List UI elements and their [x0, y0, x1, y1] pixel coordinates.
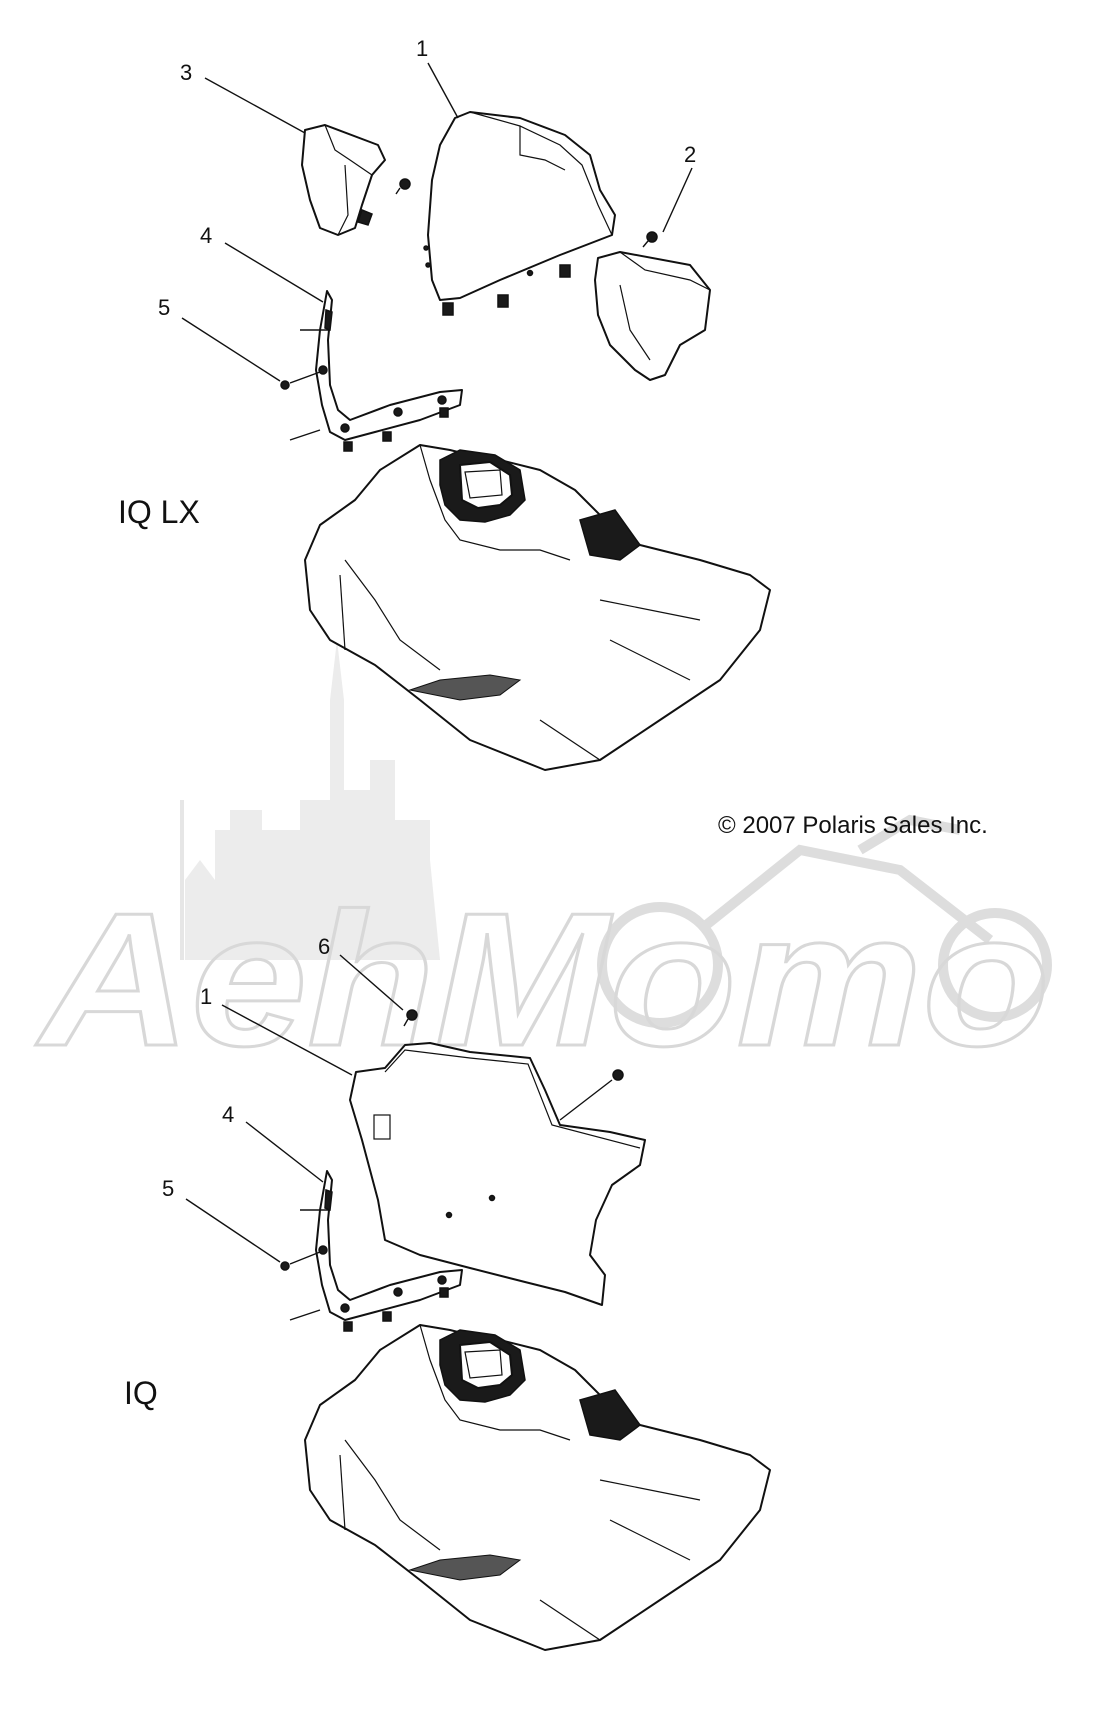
watermark-motorcycle-icon: [597, 814, 1052, 1028]
part-1-windshield-iq: [349, 1042, 646, 1306]
screw-icon: [280, 380, 290, 390]
part-1-windshield-lx: [423, 111, 616, 316]
callout-3: 3: [180, 60, 192, 85]
model-label-iq-lx: IQ LX: [118, 494, 200, 530]
snowmobile-hood-iq: [304, 1324, 771, 1651]
section-iq: 6 1 4 5 IQ: [124, 934, 771, 1651]
part-4-windshield-trim-iq: [289, 1170, 463, 1332]
callout-4: 4: [222, 1102, 234, 1127]
callout-5: 5: [162, 1176, 174, 1201]
callout-6: 6: [318, 934, 330, 959]
watermark-skyline: [185, 640, 440, 960]
section-iq-lx: 1 2 3 4 5 IQ LX: [118, 36, 771, 771]
watermark-text: AehMomo: [36, 874, 1050, 1086]
snowmobile-hood-lx: [304, 444, 771, 771]
callout-2: 2: [684, 142, 696, 167]
part-4-windshield-trim-lx: [289, 290, 463, 452]
callout-5: 5: [158, 295, 170, 320]
part-3-left-hand-guard: [301, 124, 386, 236]
screw-icon: [559, 1069, 624, 1121]
callout-4: 4: [200, 223, 212, 248]
copyright-text: © 2007 Polaris Sales Inc.: [718, 812, 988, 839]
screw-icon: [403, 1009, 418, 1027]
screw-icon: [280, 1261, 290, 1271]
screw-icon: [642, 231, 658, 248]
model-label-iq: IQ: [124, 1375, 158, 1411]
callout-1: 1: [200, 984, 212, 1009]
screw-icon: [395, 178, 411, 195]
part-2-right-hand-guard: [594, 251, 711, 381]
watermark: AehMomo: [34, 640, 1052, 1088]
callout-1: 1: [416, 36, 428, 61]
